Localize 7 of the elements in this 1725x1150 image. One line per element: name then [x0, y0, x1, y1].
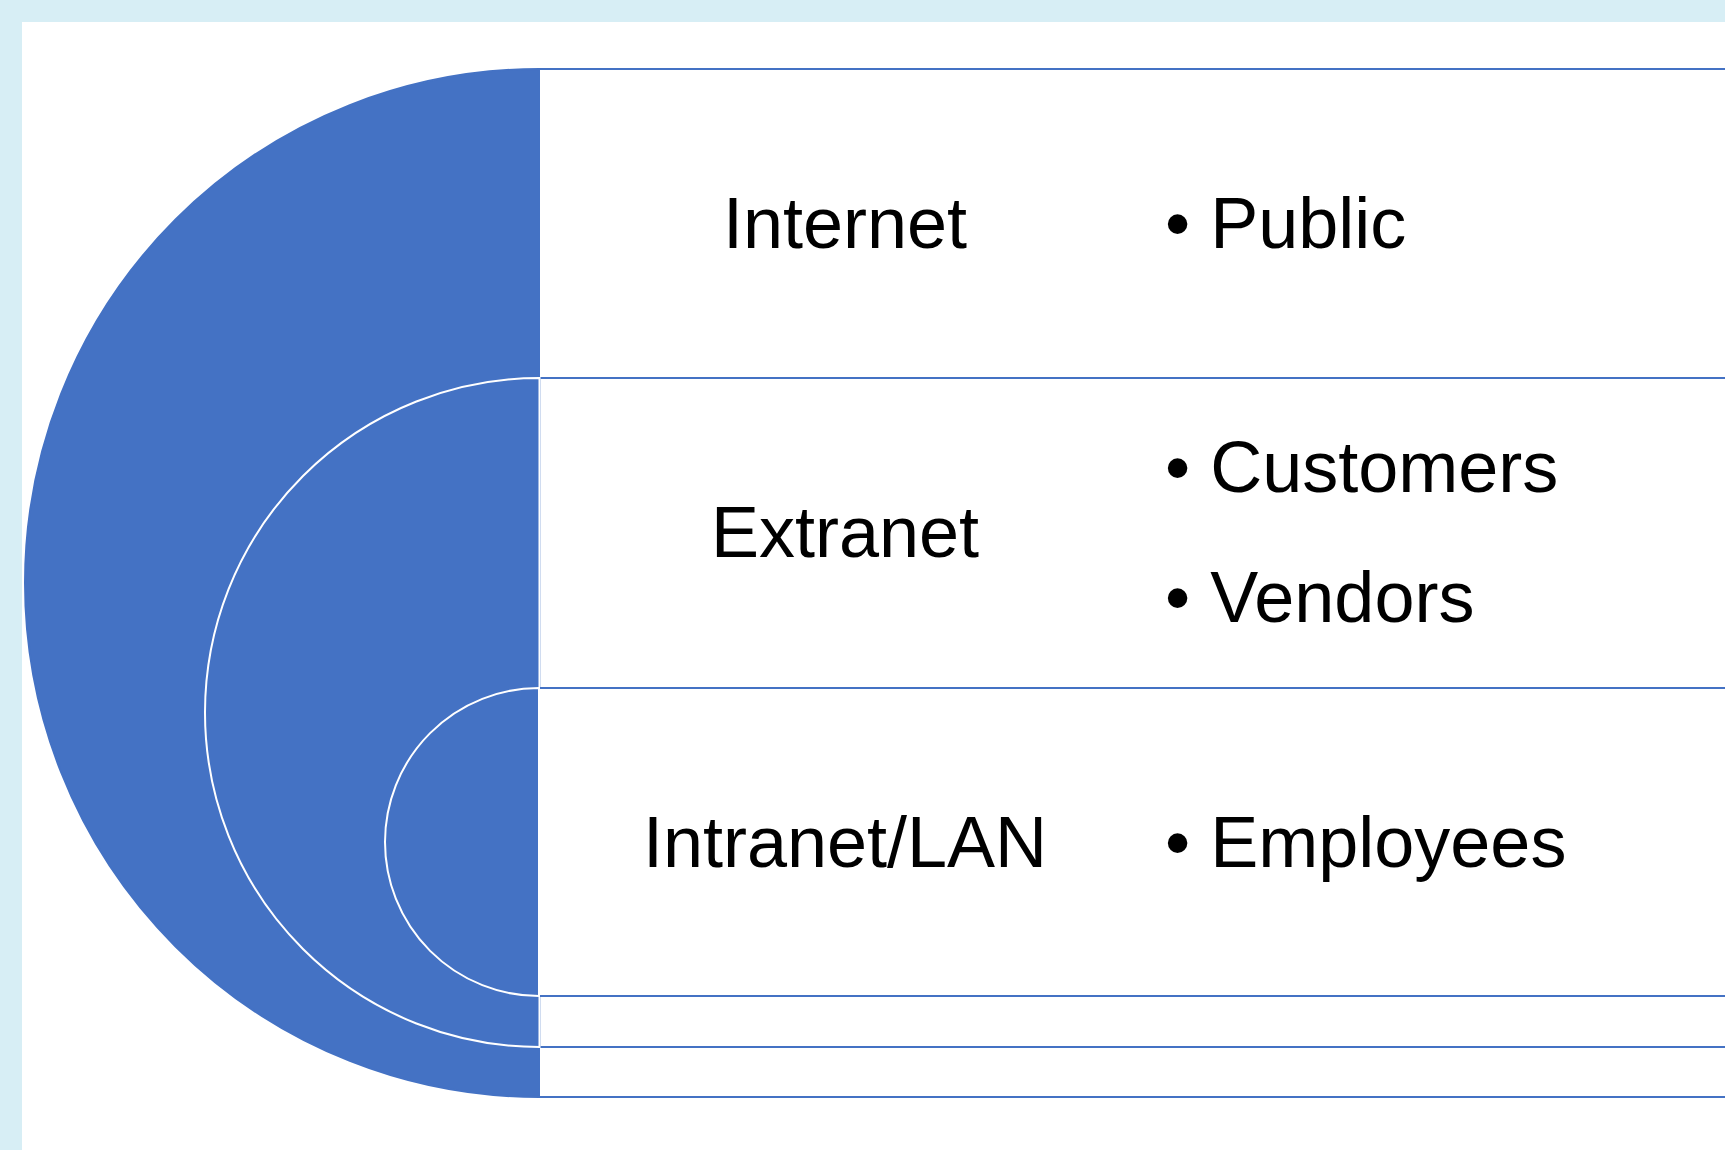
- bullet-item: • Public: [1165, 181, 1407, 265]
- bullet-item: • Vendors: [1165, 556, 1476, 639]
- bullet-item: • Customers: [1165, 426, 1559, 509]
- layer-title: Internet: [721, 181, 969, 265]
- bullet-item: • Employees: [1165, 801, 1567, 884]
- layer-title: Extranet: [709, 491, 981, 574]
- layer-title: Intranet/LAN: [641, 801, 1049, 884]
